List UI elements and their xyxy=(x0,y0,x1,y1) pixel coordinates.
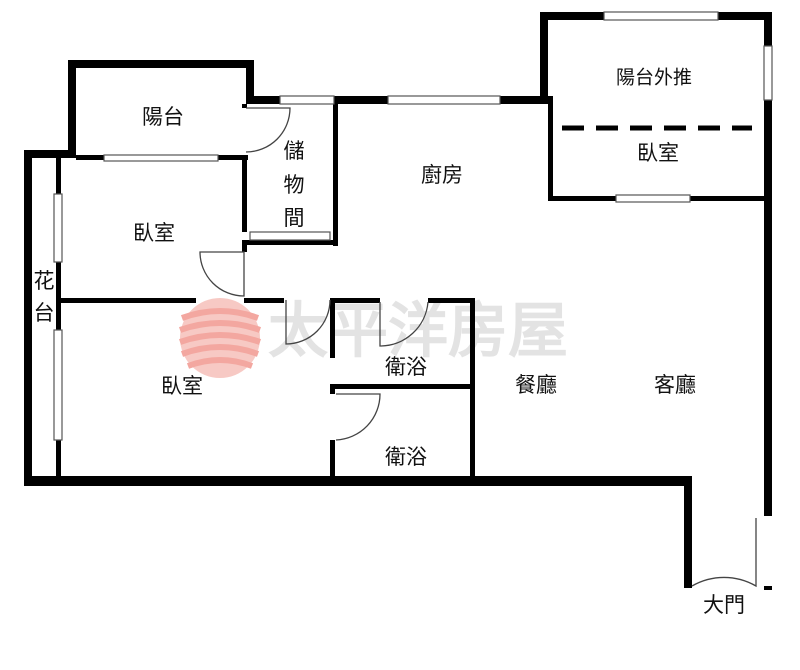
label-living-room: 客廳 xyxy=(654,373,696,397)
window-bedroom-top-right xyxy=(615,194,691,203)
label-bedroom-bottom-left: 臥室 xyxy=(161,374,203,398)
watermark: 太平洋房屋 xyxy=(179,297,568,378)
door-bath-2 xyxy=(335,393,381,441)
label-balcony-extension: 陽台外推 xyxy=(616,67,692,89)
window-top-right xyxy=(603,11,719,21)
window-balcony xyxy=(103,154,219,162)
windows xyxy=(53,11,773,441)
window-right xyxy=(763,45,773,101)
door-storage xyxy=(245,107,291,153)
door-bath-1 xyxy=(379,301,429,347)
label-kitchen: 廚房 xyxy=(421,163,463,187)
label-main-door: 大門 xyxy=(703,593,745,617)
label-bathroom-1: 衛浴 xyxy=(385,355,427,379)
room-labels: 陽台 儲 物 間 廚房 陽台外推 臥室 臥室 花 台 臥室 衛浴 衛浴 餐廳 客… xyxy=(34,67,746,618)
window-bedroom-bottom xyxy=(53,329,63,441)
label-planter-char-1: 花 xyxy=(34,269,55,293)
window-storage-top xyxy=(279,95,335,105)
watermark-logo xyxy=(179,298,261,378)
label-planter-char-2: 台 xyxy=(34,301,55,325)
label-dining-room: 餐廳 xyxy=(515,373,557,397)
doors xyxy=(199,107,757,588)
interior-walls xyxy=(56,96,766,480)
door-bedroom-bottom xyxy=(285,299,331,345)
label-bedroom-mid-left: 臥室 xyxy=(133,221,175,245)
label-balcony: 陽台 xyxy=(142,105,184,129)
label-storage-char-3: 間 xyxy=(284,206,305,230)
label-bedroom-top-right: 臥室 xyxy=(637,141,679,165)
watermark-text: 太平洋房屋 xyxy=(268,297,568,367)
window-bedroom-mid xyxy=(53,193,63,263)
label-storage-char-1: 儲 xyxy=(284,139,305,163)
door-main xyxy=(691,518,757,588)
walls xyxy=(24,12,772,590)
window-storage-bottom xyxy=(249,231,331,241)
door-bedroom-mid xyxy=(199,251,245,297)
label-storage-char-2: 物 xyxy=(284,173,305,197)
window-kitchen xyxy=(387,95,501,105)
label-bathroom-2: 衛浴 xyxy=(385,445,427,469)
